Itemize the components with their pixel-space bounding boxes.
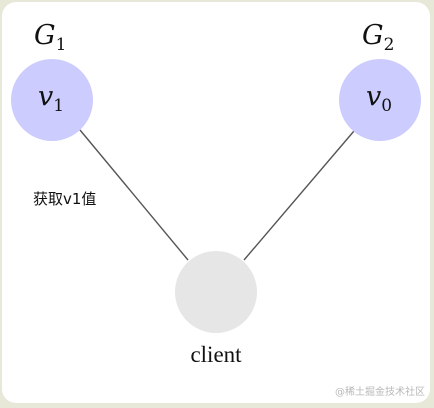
- node-v1-label: v1: [38, 81, 64, 116]
- edge-v1-client: [79, 129, 189, 261]
- edge-label-v1-client: 获取v1值: [33, 190, 96, 208]
- group-label-g2: G2: [362, 20, 394, 55]
- node-client: [175, 251, 257, 333]
- edge-v0-client: [243, 130, 355, 261]
- group-label-g1: G1: [34, 20, 66, 55]
- node-v1: [11, 59, 93, 141]
- node-v0-label: v0: [366, 81, 392, 116]
- watermark: @稀土掘金技术社区: [335, 385, 425, 398]
- node-client-label: client: [190, 342, 242, 367]
- node-v0: [339, 59, 421, 141]
